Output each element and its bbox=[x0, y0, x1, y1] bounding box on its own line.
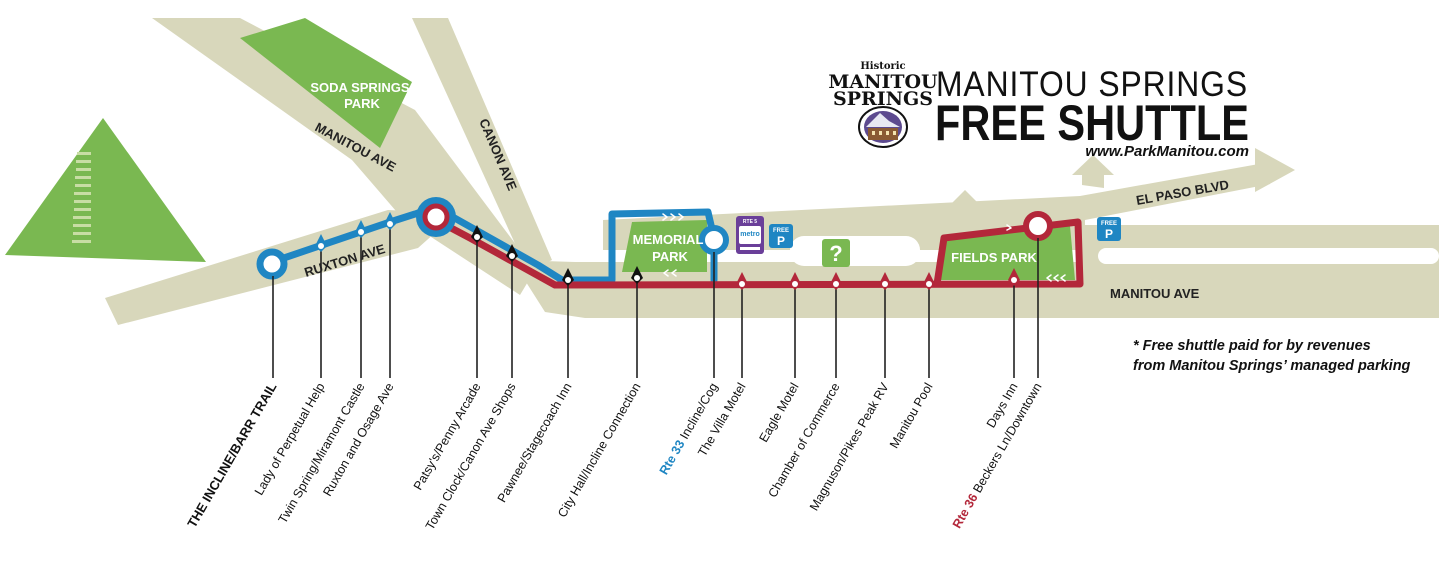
median-island bbox=[790, 236, 920, 266]
svg-text:P: P bbox=[777, 234, 785, 248]
stop-marker-dot bbox=[565, 277, 571, 283]
fields-lot-gap bbox=[1098, 248, 1439, 264]
parking-badge-fields: FREE P bbox=[1097, 217, 1121, 241]
memorial-loop-arrows bbox=[662, 213, 684, 277]
funding-note: * Free shuttle paid for by revenues from… bbox=[1133, 336, 1410, 376]
soda-springs-park bbox=[240, 18, 412, 148]
stop-label: THE INCLINE/BARR TRAIL bbox=[184, 380, 279, 530]
title-main: FREE SHUTTLE bbox=[935, 95, 1249, 151]
stop-marker-dot bbox=[739, 281, 745, 287]
stop-route-prefix: Rte 36 bbox=[950, 488, 983, 531]
stop-marker-dot bbox=[882, 281, 888, 287]
manitou-ave-lower-road bbox=[512, 260, 1439, 318]
canon-ave-road bbox=[412, 18, 552, 272]
stop-label: Manitou Pool bbox=[887, 381, 936, 451]
stop-marker-dot bbox=[1011, 277, 1017, 283]
soda-springs-label-2: PARK bbox=[344, 96, 380, 111]
svg-text:MANITOU: MANITOU bbox=[828, 71, 938, 93]
stop-label: Eagle Motel bbox=[756, 381, 801, 445]
stop-marker-dot bbox=[387, 221, 393, 227]
patsys-hub-inner bbox=[422, 203, 450, 231]
el-paso-blvd-arrow bbox=[1088, 148, 1295, 212]
stop-marker-dot bbox=[792, 281, 798, 287]
memorial-park-label-1: MEMORIAL bbox=[633, 232, 704, 247]
incline-terminal-stop[interactable] bbox=[256, 248, 288, 280]
rte33-transfer-stop[interactable] bbox=[699, 225, 729, 255]
website-url[interactable]: www.ParkManitou.com bbox=[1085, 143, 1249, 160]
incline-steps bbox=[72, 152, 91, 243]
stop-marker-dot bbox=[318, 243, 324, 249]
stop-route-prefix: Rte 33 bbox=[657, 435, 690, 478]
memorial-park-label-2: PARK bbox=[652, 249, 688, 264]
soda-springs-label-1: SODA SPRINGS bbox=[310, 80, 410, 95]
svg-text:FREE: FREE bbox=[773, 228, 789, 234]
incline-mountain bbox=[5, 118, 206, 262]
manitou-springs-logo: Historic MANITOU SPRINGS bbox=[828, 61, 938, 148]
svg-text:FREE: FREE bbox=[1101, 221, 1117, 227]
svg-text:?: ? bbox=[829, 241, 842, 266]
stop-label: City Hall/Incline Connection bbox=[555, 380, 644, 519]
svg-text:SPRINGS: SPRINGS bbox=[833, 88, 933, 110]
manitou-ave-lower-label: MANITOU AVE bbox=[1110, 286, 1200, 301]
stop-marker-dot bbox=[474, 234, 480, 240]
north-arrow-1 bbox=[1072, 155, 1114, 188]
metro-bus-icon: RTE 5 metro bbox=[736, 216, 764, 254]
fields-park-label: FIELDS PARK bbox=[951, 250, 1037, 265]
funding-note-line-1: * Free shuttle paid for by revenues bbox=[1133, 338, 1371, 354]
stop-marker-dot bbox=[634, 275, 640, 281]
title-top: MANITOU SPRINGS bbox=[936, 65, 1248, 104]
rte36-transfer-stop[interactable] bbox=[1023, 211, 1053, 241]
info-icon: ? bbox=[822, 239, 850, 267]
memorial-park bbox=[622, 220, 707, 272]
stop-marker-dot bbox=[358, 229, 364, 235]
svg-text:metro: metro bbox=[740, 231, 759, 238]
svg-text:P: P bbox=[1105, 227, 1113, 241]
parking-badge-memorial: FREE P bbox=[769, 224, 793, 248]
stop-marker-dot bbox=[509, 253, 515, 259]
funding-note-line-2: from Manitou Springs’ managed parking bbox=[1133, 358, 1411, 374]
north-arrow-2 bbox=[945, 190, 985, 222]
stop-label: Patsy's/Penny Arcade bbox=[411, 380, 484, 492]
svg-text:RTE 5: RTE 5 bbox=[743, 219, 757, 225]
fields-loop-arrows bbox=[1006, 224, 1066, 282]
stop-marker-dot bbox=[926, 281, 932, 287]
red-route-line bbox=[432, 216, 1084, 289]
stop-marker-dot bbox=[833, 281, 839, 287]
svg-text:Historic: Historic bbox=[860, 61, 905, 72]
